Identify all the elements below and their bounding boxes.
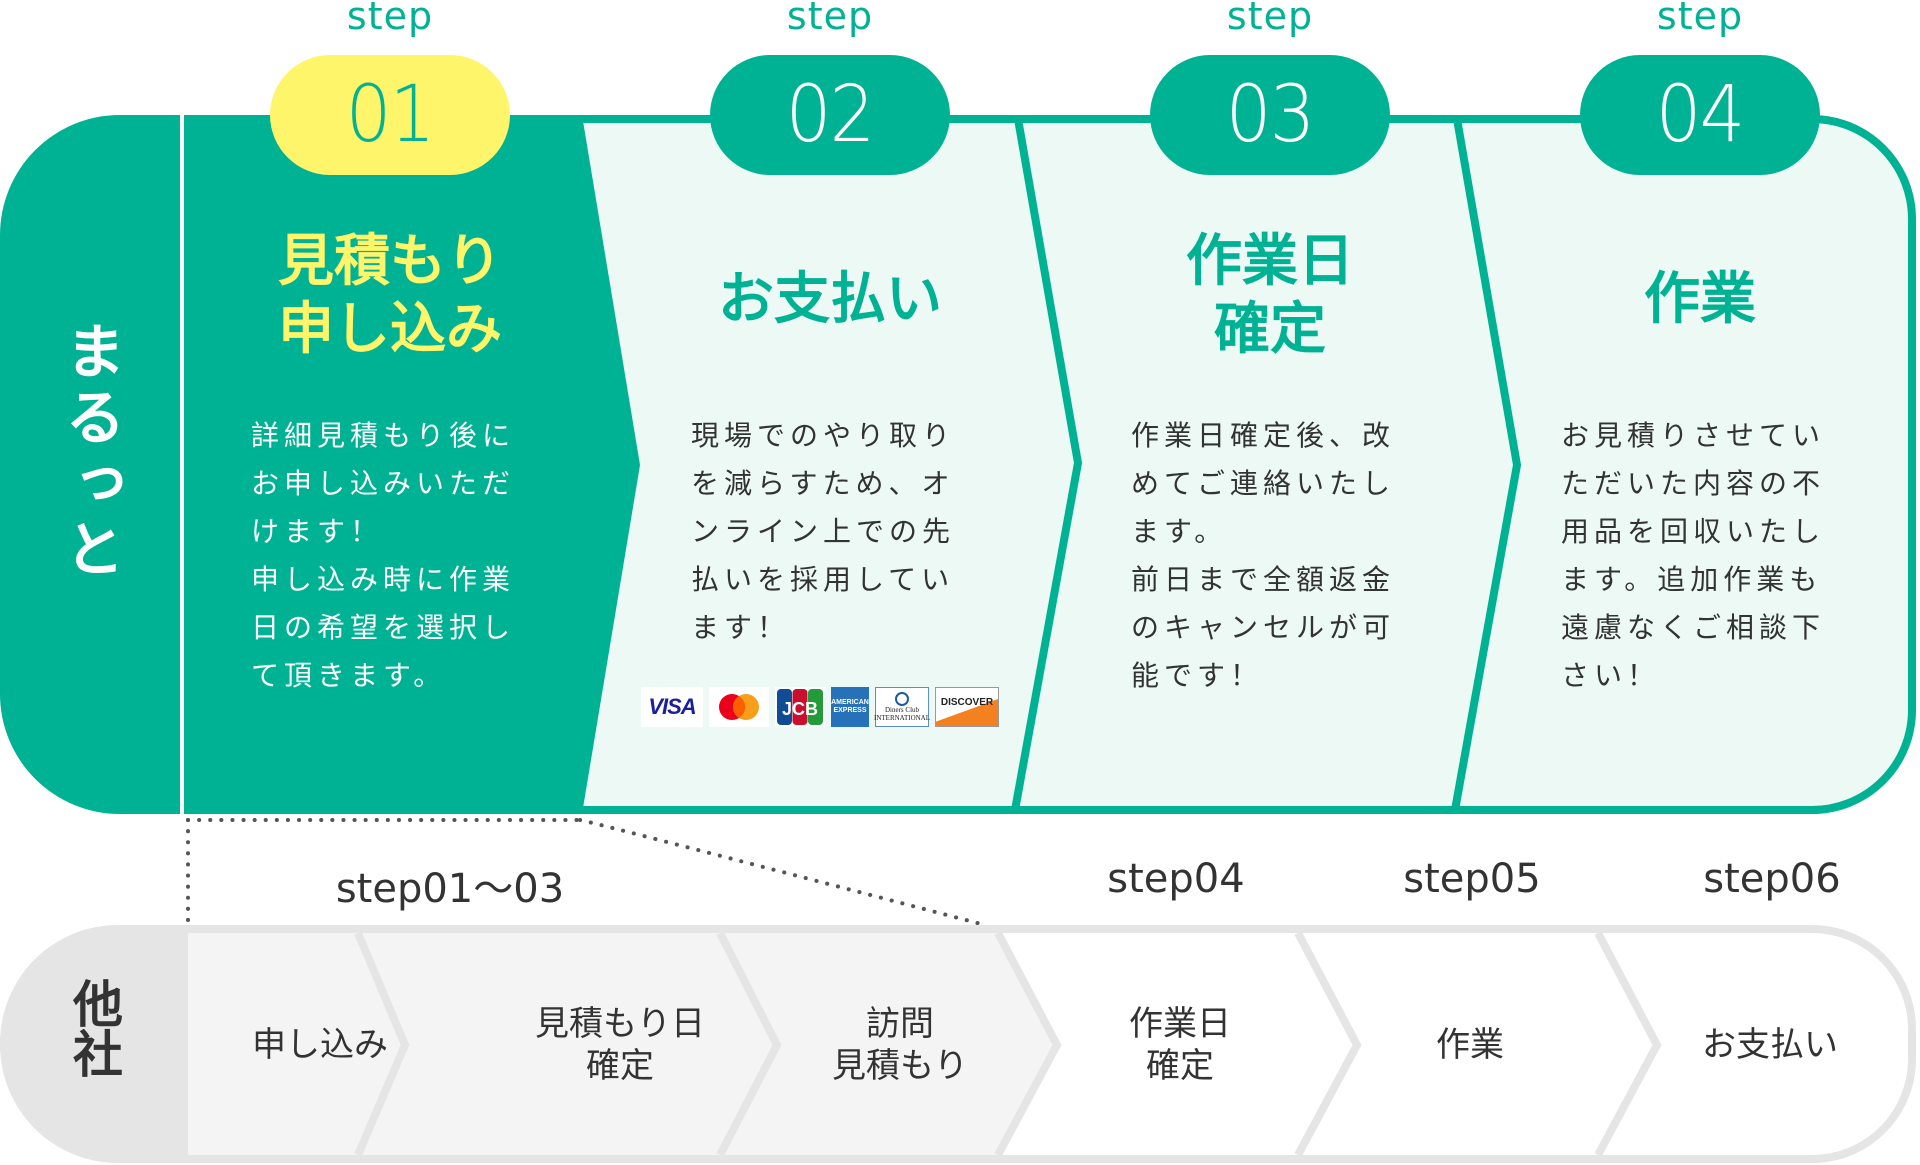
desc-line: お申し込みいただ [251,467,516,500]
others-step-text: 作業 [1436,1025,1504,1065]
step01-badge: 01 [270,55,510,175]
desc-line: 前日まで全額返金 [1131,563,1396,596]
ours-panel-frame [184,115,1916,814]
others-step-label: step06 [1703,856,1841,902]
others-step-5: 作業 [1350,933,1590,1157]
step04-title: 作業 [1550,266,1850,334]
discover-icon: DISCOVER [935,687,999,727]
step02-word: step [786,0,874,38]
others-step-4: 作業日確定 [1060,933,1300,1157]
step02-title: お支払い [680,266,980,334]
desc-line: 用品を回収いたし [1561,515,1826,548]
desc-line: 申し込み時に作業 [251,563,516,596]
step02-badge: 02 [710,55,950,175]
desc-line: ます。追加作業も [1561,563,1823,596]
step01-word: step [346,0,434,38]
desc-line: ただいた内容の不 [1561,467,1826,500]
desc-line: ンライン上での先 [691,515,956,548]
others-step-label: step01〜03 [335,866,565,912]
ours-label: まるっと [0,320,180,584]
others-step-text: 確定 [586,1046,654,1086]
others-step-text: 作業日 [1129,1004,1231,1044]
step04-badge: 04 [1580,55,1820,175]
others-step-text: 訪問 [866,1004,934,1044]
step03-title-line: 作業日 [1186,229,1354,294]
desc-line: お見積りさせてい [1561,419,1826,452]
step03-number: 03 [1226,70,1315,160]
desc-line: けます！ [251,515,384,548]
desc-line: 払いを採用してい [691,563,955,596]
discover-text: DISCOVER [940,696,994,708]
desc-line: て頂きます。 [251,659,447,692]
others-step-2: 見積もり日確定 [490,933,750,1157]
mastercard-circles-icon [719,694,759,720]
desc-line: ます！ [691,611,791,644]
others-step-6: お支払い [1650,933,1890,1157]
desc-line: 遠慮なくご相談下 [1561,611,1826,644]
desc-line: 能です！ [1131,659,1264,692]
step03-title-line: 確定 [1214,297,1326,362]
step02-number: 02 [786,70,875,160]
others-step-text: 申し込み [252,1025,388,1065]
amex-icon: AMERICAN EXPRESS [831,687,869,727]
desc-line: 日の希望を選択し [251,611,516,644]
step03-title: 作業日 確定 [1120,228,1420,364]
step01-description: 詳細見積もり後に お申し込みいただ けます！ 申し込み時に作業 日の希望を選択し… [251,412,541,700]
others-step-3: 訪問見積もり [780,933,1020,1157]
diners-logo-icon [895,692,909,706]
step01-title: 見積もり 申し込み [240,228,540,364]
desc-line: さい！ [1561,659,1661,692]
visa-text: VISA [648,694,696,719]
step04-title-line: 作業 [1644,267,1756,332]
desc-line: ます。 [1131,515,1228,548]
chevron-separator [1451,118,1522,811]
others-step-text: お支払い [1702,1025,1838,1065]
jcb-icon: JCB [775,687,825,727]
others-label-text: 他社 [65,978,123,1078]
amex-text: AMERICAN EXPRESS [831,699,869,714]
step02-title-line: お支払い [718,267,942,332]
others-step-label: step05 [1403,856,1541,902]
diners-text: Diners Club INTERNATIONAL [874,706,931,722]
ours-label-column [0,115,180,814]
step04-word: step [1656,0,1744,38]
desc-line: 作業日確定後、改 [1131,419,1396,452]
step01-panel [188,115,640,814]
step01-title-line: 見積もり [278,229,502,294]
others-label: 他社 [0,978,188,1078]
step01-number: 01 [346,70,435,160]
others-chevrons [354,931,1662,1157]
step03-description: 作業日確定後、改 めてご連絡いたし ます。 前日まで全額返金 のキャンセルが可 … [1131,412,1421,700]
desc-line: めてご連絡いたし [1131,467,1396,500]
step01-title-line: 申し込み [278,297,502,362]
others-step-label: step04 [1107,856,1245,902]
desc-line: 詳細見積もり後に [251,419,516,452]
jcb-logo-icon: JCB [777,689,823,725]
chevron-separator [1011,118,1083,811]
dotted-connector [186,818,987,927]
ours-label-text: まるっと [55,320,125,584]
desc-line: を減らすため、オ [691,467,955,500]
step04-number: 04 [1656,70,1745,160]
step04-description: お見積りさせてい ただいた内容の不 用品を回収いたし ます。追加作業も 遠慮なく… [1561,412,1851,700]
others-step-1: 申し込み [200,933,440,1157]
payment-card-logos: VISA JCB AMERICAN EXPRESS Diners Club IN… [641,687,999,727]
visa-icon: VISA [641,687,703,727]
others-step-text: 見積もり [832,1046,968,1086]
others-step-text: 確定 [1146,1046,1214,1086]
others-step-text: 見積もり日 [535,1004,705,1044]
step03-badge: 03 [1150,55,1390,175]
step03-word: step [1226,0,1314,38]
svg-text:JCB: JCB [782,699,818,719]
mastercard-icon [709,687,769,727]
others-gray-steps [188,933,1057,1155]
diners-club-icon: Diners Club INTERNATIONAL [874,687,931,727]
desc-line: 現場でのやり取り [691,419,956,452]
desc-line: のキャンセルが可 [1131,611,1396,644]
step02-description: 現場でのやり取り を減らすため、オ ンライン上での先 払いを採用してい ます！ [691,412,981,652]
